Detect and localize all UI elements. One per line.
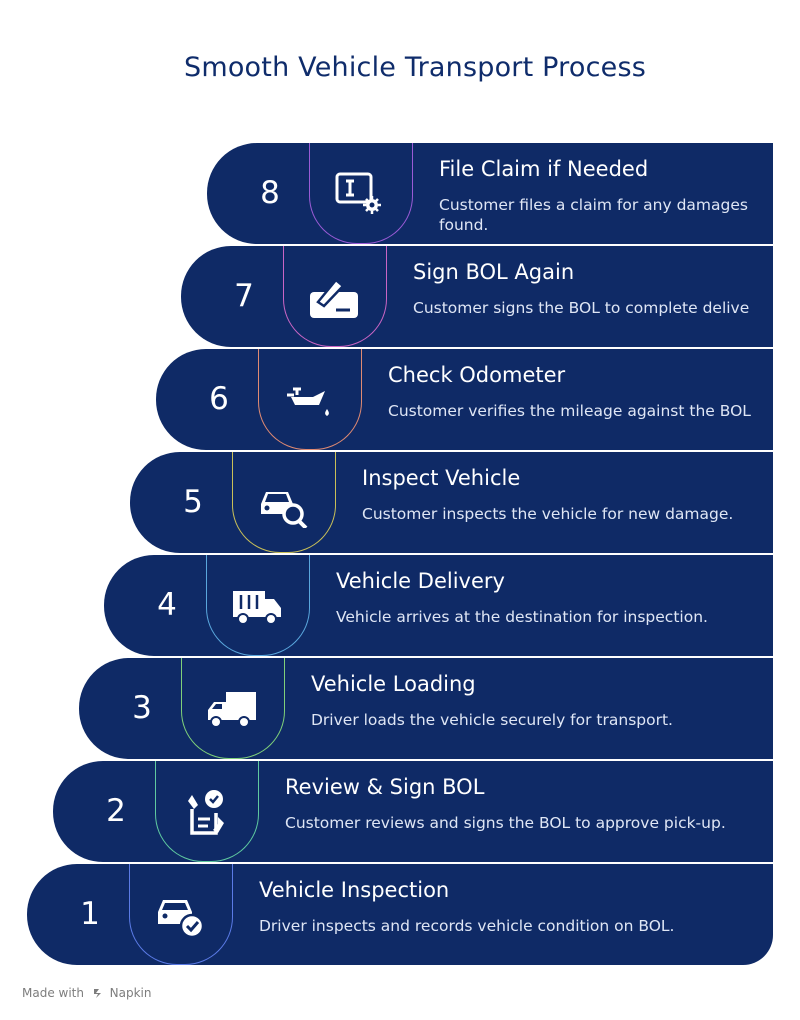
footer-prefix: Made with xyxy=(22,986,84,1000)
delivery-truck-icon xyxy=(229,581,285,631)
signature-pen-icon xyxy=(306,272,362,322)
step-description: Customer inspects the vehicle for new da… xyxy=(362,505,734,523)
step-title: Vehicle Delivery xyxy=(336,569,505,593)
step-3: 3 Vehicle Loading Driver loads the vehic… xyxy=(79,658,773,759)
napkin-logo-icon xyxy=(92,987,104,1002)
step-number: 8 xyxy=(260,175,280,211)
car-check-icon xyxy=(152,890,208,940)
step-4: 4 Vehicle Delivery Vehicle arrives at th… xyxy=(104,555,773,656)
step-5: 5 Inspect Vehicle Customer inspects the … xyxy=(130,452,773,553)
loading-truck-icon xyxy=(204,684,260,734)
step-title: Sign BOL Again xyxy=(413,260,575,284)
footer: Made with Napkin xyxy=(22,986,151,1002)
step-title: File Claim if Needed xyxy=(439,157,649,181)
document-check-icon xyxy=(178,787,234,837)
step-title: Check Odometer xyxy=(388,363,566,387)
step-description: Customer signs the BOL to complete deliv… xyxy=(413,299,750,317)
step-number: 6 xyxy=(209,381,229,417)
step-description: Customer verifies the mileage against th… xyxy=(388,402,751,420)
step-title: Vehicle Inspection xyxy=(259,878,450,902)
step-2: 2 Review & Sign BOL Customer reviews and… xyxy=(53,761,773,862)
step-1: 1 Vehicle Inspection Driver inspects and… xyxy=(27,864,773,965)
step-number: 3 xyxy=(132,690,152,726)
step-number: 7 xyxy=(234,278,254,314)
step-7: 7 Sign BOL Again Customer signs the BOL … xyxy=(181,246,773,347)
step-6: 6 Check Odometer Customer verifies the m… xyxy=(156,349,773,450)
step-description: Driver loads the vehicle securely for tr… xyxy=(311,711,673,729)
car-magnifier-icon xyxy=(255,478,311,528)
claim-form-gear-icon xyxy=(332,169,388,219)
step-title: Review & Sign BOL xyxy=(285,775,485,799)
step-description: Vehicle arrives at the destination for i… xyxy=(336,608,708,626)
step-number: 1 xyxy=(80,896,100,932)
oil-can-icon xyxy=(281,375,337,425)
footer-brand: Napkin xyxy=(109,986,152,1000)
step-number: 5 xyxy=(183,484,203,520)
step-title: Vehicle Loading xyxy=(311,672,476,696)
step-8: 8 File Claim if Needed Customer files a … xyxy=(207,143,773,244)
step-number: 2 xyxy=(106,793,126,829)
step-description: Driver inspects and records vehicle cond… xyxy=(259,917,675,935)
step-number: 4 xyxy=(157,587,177,623)
page-title: Smooth Vehicle Transport Process xyxy=(184,52,646,83)
step-pill xyxy=(309,143,413,244)
step-description: Customer files a claim for any damages f… xyxy=(439,196,748,234)
step-pill xyxy=(155,761,259,862)
step-title: Inspect Vehicle xyxy=(362,466,521,490)
step-description: Customer reviews and signs the BOL to ap… xyxy=(285,814,726,832)
